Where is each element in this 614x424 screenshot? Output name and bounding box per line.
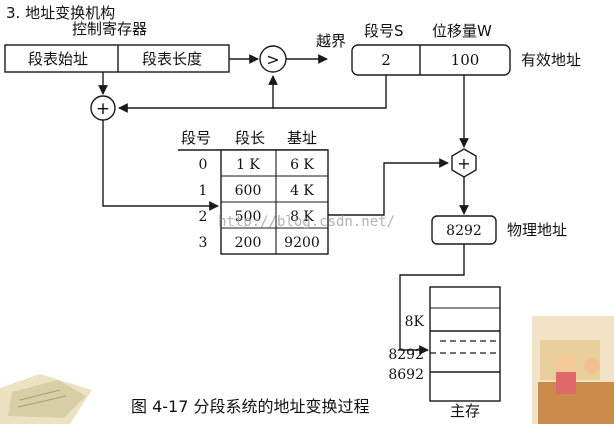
seg-table-start-field: 段表始址 [28, 50, 88, 68]
adder-bottom-symbol: + [457, 154, 470, 173]
control-register [4, 44, 230, 73]
comparator-symbol: > [266, 50, 279, 69]
memory-mark-8292: 8292 [388, 347, 424, 363]
table-row: 2 500 8 K [199, 209, 315, 225]
main-memory-block [429, 286, 501, 402]
seg-table-cell-seg: 1 [199, 183, 208, 199]
seg-table-cell-seg: 3 [199, 235, 208, 251]
logical-address-register [351, 44, 511, 76]
seg-table-header-length: 段长 [235, 129, 265, 147]
memory-mark-8692: 8692 [388, 367, 424, 383]
connector-seg-to-comparator [268, 75, 387, 109]
connector-base-to-adder [328, 158, 449, 216]
figure-caption: 图 4-17 分段系统的地址变换过程 [131, 397, 370, 416]
table-row: 1 600 4 K [199, 183, 315, 199]
seg-number-header: 段号S [364, 22, 404, 40]
adder-top-symbol: + [96, 99, 110, 119]
seg-table-cell-base: 6 K [290, 157, 314, 173]
overflow-label: 越界 [316, 32, 346, 50]
physical-address-label: 物理地址 [507, 221, 567, 239]
seg-table-cell-length: 200 [235, 235, 262, 251]
control-register-label: 控制寄存器 [72, 20, 147, 38]
section-title: 3. 地址变换机构 [6, 4, 115, 22]
seg-number-value: 2 [381, 51, 391, 69]
connector-adder-to-table [102, 120, 219, 211]
seg-table-cell-seg: 0 [199, 157, 208, 173]
table-row: 0 1 K 6 K [199, 157, 315, 173]
seg-table-length-field: 段表长度 [142, 50, 202, 68]
table-row: 3 200 9200 [199, 235, 320, 251]
offset-value: 100 [451, 51, 480, 69]
decor-bottom-left-illustration [0, 374, 92, 424]
physical-address-value: 8292 [446, 223, 482, 239]
offset-header: 位移量W [432, 22, 492, 40]
seg-table-cell-length: 500 [235, 209, 262, 225]
seg-table-cell-base: 8 K [290, 209, 314, 225]
watermark-text: http://blog.csdn.net/ [218, 214, 395, 230]
seg-table-cell-length: 1 K [236, 157, 260, 173]
seg-table-cell-base: 4 K [290, 183, 314, 199]
seg-table-cell-seg: 2 [199, 209, 208, 225]
memory-mark-8k: 8K [405, 314, 425, 330]
connector-physical-to-memory [399, 244, 465, 355]
seg-table-cell-base: 9200 [284, 235, 320, 251]
decor-bottom-right-illustration [532, 316, 614, 424]
main-memory-label: 主存 [450, 402, 480, 420]
seg-table-header-seg: 段号 [181, 129, 211, 147]
seg-table-header-base: 基址 [287, 129, 317, 147]
effective-address-label: 有效地址 [521, 51, 581, 69]
seg-table-cell-length: 600 [235, 183, 262, 199]
